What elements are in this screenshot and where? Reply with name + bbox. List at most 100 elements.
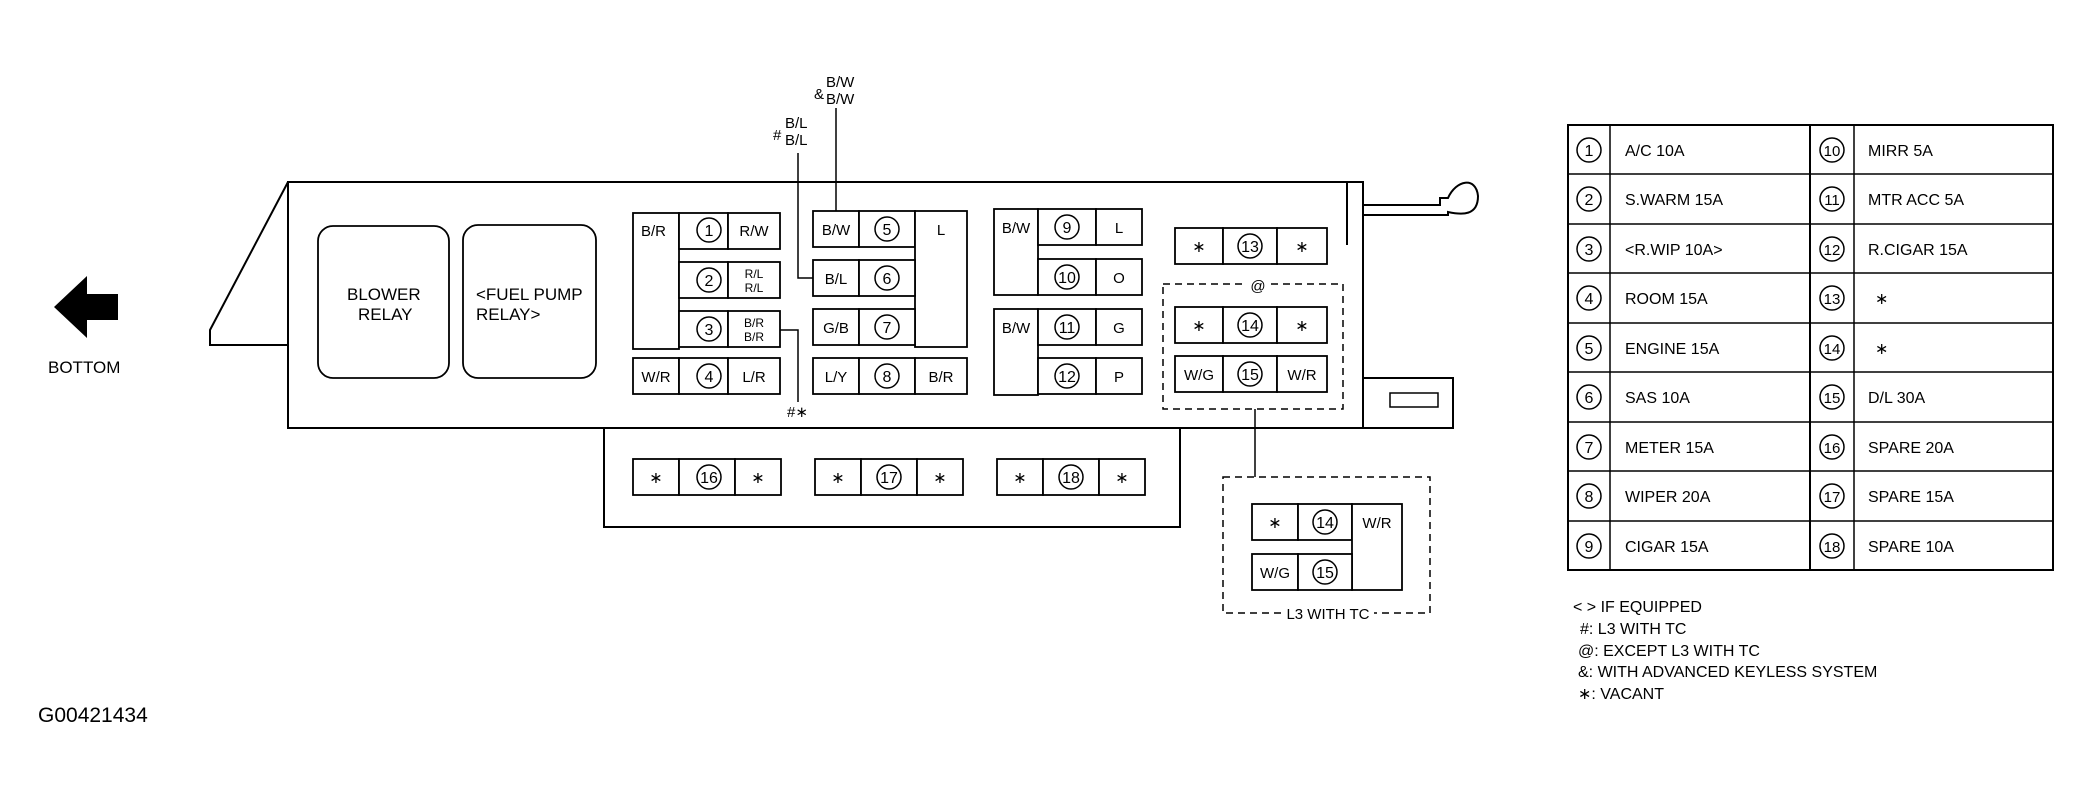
wire-color: B/W: [1002, 320, 1031, 337]
fuse-name: MTR ACC 5A: [1868, 192, 1964, 209]
fuse-number: 12: [1824, 242, 1841, 259]
wire-color: B/R: [744, 316, 764, 330]
fuse-number: 11: [1059, 320, 1076, 337]
wire-color: ∗: [751, 470, 764, 487]
at-marker: @: [1250, 278, 1265, 295]
fuse-name: SPARE 10A: [1868, 539, 1954, 556]
fuse-name: SPARE 15A: [1868, 489, 1954, 506]
wire-color: R/W: [739, 223, 769, 240]
callout-hash: #: [773, 127, 782, 144]
blower-relay: BLOWER RELAY: [317, 225, 450, 379]
legend-item: @: EXCEPT L3 WITH TC: [1578, 643, 1760, 660]
wire-color: B/W: [1002, 220, 1031, 237]
fuse-number: 10: [1058, 270, 1076, 287]
fuse-number: 6: [883, 271, 892, 288]
blower-relay-label-1: BLOWER: [347, 285, 421, 304]
fuse-name: ENGINE 15A: [1625, 341, 1720, 358]
wire-color: ∗: [1115, 470, 1128, 487]
table-row: 1 A/C 10A: [1576, 137, 1685, 163]
wire-color: R/L: [745, 267, 764, 281]
fuse-table: 1 A/C 10A 2 S.WARM 15A 3 <R.WIP 10A> 4 R…: [1567, 124, 2054, 571]
wire-color: ∗: [1192, 239, 1205, 256]
legend: < > IF EQUIPPED #: L3 WITH TC @: EXCEPT …: [1573, 599, 1877, 703]
fuse-group-b: B/W 5 L B/L 6 G/B 7 L/Y 8 B/R: [812, 210, 968, 395]
fuse-number: 4: [1585, 291, 1594, 308]
fuse-number: 3: [1585, 242, 1594, 259]
fuse-number: 16: [700, 470, 718, 487]
fuse-number: 15: [1241, 367, 1259, 384]
wire-color: W/G: [1184, 367, 1214, 384]
table-row: 7 METER 15A: [1576, 434, 1714, 460]
fuse-number: 14: [1316, 515, 1334, 532]
fuse-name: S.WARM 15A: [1625, 192, 1723, 209]
wire-color: ∗: [1295, 239, 1308, 256]
fuse-number: 16: [1824, 440, 1841, 457]
fuse-number: 4: [705, 369, 714, 386]
callout-amp: &: [814, 86, 824, 103]
fuel-pump-relay-label-2: RELAY>: [476, 305, 540, 324]
fuse-group-a: B/R 1 R/W 2 R/L R/L 3 B/R B/R W/R 4 L/R: [632, 212, 781, 395]
l3-with-tc-inset: L3 WITH TC ∗ 14 W/R W/G 15: [1222, 409, 1431, 623]
fuse-number: 8: [883, 369, 892, 386]
wire-color: O: [1113, 270, 1125, 287]
fuse-number: 18: [1824, 539, 1841, 556]
fuse-name: ROOM 15A: [1625, 291, 1708, 308]
fuse-number: 15: [1316, 565, 1334, 582]
wire-color: W/R: [1287, 367, 1316, 384]
wire-color: ∗: [1268, 515, 1281, 532]
fuse-number: 7: [883, 320, 892, 337]
wire-color: G/B: [823, 320, 849, 337]
legend-item: ∗: VACANT: [1578, 686, 1664, 703]
table-row: 9 CIGAR 15A: [1576, 533, 1709, 559]
table-row: 12 R.CIGAR 15A: [1819, 236, 1968, 262]
fuse-name: SAS 10A: [1625, 390, 1690, 407]
legend-item: &: WITH ADVANCED KEYLESS SYSTEM: [1578, 664, 1877, 681]
legend-item: < > IF EQUIPPED: [1573, 599, 1702, 616]
fuse-number: 7: [1585, 440, 1594, 457]
table-row: 6 SAS 10A: [1576, 384, 1690, 410]
callout-hash-star: #∗: [787, 404, 808, 421]
fuse-number: 1: [705, 223, 714, 240]
table-row: 8 WIPER 20A: [1576, 483, 1711, 509]
bottom-label: BOTTOM: [48, 358, 120, 377]
wire-color: W/R: [1362, 515, 1391, 532]
fuse-group-d: ∗ 13 ∗ @ ∗ 14 ∗ W/G 15 W/R: [1162, 227, 1344, 410]
table-row: 3 <R.WIP 10A>: [1576, 236, 1723, 262]
callout-bw-bottom: B/W: [826, 91, 855, 108]
fuel-pump-relay-label-1: <FUEL PUMP: [476, 285, 583, 304]
direction-arrow-icon: [54, 276, 118, 338]
fuse-number: 5: [883, 222, 892, 239]
callout-bw-top: B/W: [826, 74, 855, 91]
table-row: 16 SPARE 20A: [1819, 434, 1954, 460]
table-row: 10 MIRR 5A: [1819, 137, 1933, 163]
callout-bl-top: B/L: [785, 115, 808, 132]
table-row: 2 S.WARM 15A: [1576, 186, 1723, 212]
fuse-name: SPARE 20A: [1868, 440, 1954, 457]
fuse-number: 15: [1824, 390, 1841, 407]
fuse-number: 9: [1063, 220, 1072, 237]
wire-color: B/R: [928, 369, 953, 386]
table-row: 5 ENGINE 15A: [1576, 335, 1720, 361]
fuel-pump-relay: <FUEL PUMP RELAY>: [462, 224, 597, 379]
fuse-name: A/C 10A: [1625, 143, 1685, 160]
fuse-name: ∗: [1875, 341, 1888, 358]
fuse-number: 8: [1585, 489, 1594, 506]
fuse-block-housing: [209, 181, 1480, 528]
wire-color: W/G: [1260, 565, 1290, 582]
wire-color: B/R: [641, 223, 666, 240]
fuse-name: WIPER 20A: [1625, 489, 1711, 506]
wire-color: ∗: [831, 470, 844, 487]
fuse-name: MIRR 5A: [1868, 143, 1933, 160]
fuse-name: ∗: [1875, 291, 1888, 308]
fuse-name: CIGAR 15A: [1625, 539, 1709, 556]
wire-color: L: [1115, 220, 1123, 237]
callout-bl-bottom: B/L: [785, 132, 808, 149]
fuse-group-bottom: ∗ 16 ∗ ∗ 17 ∗ ∗ 18 ∗: [632, 458, 1146, 496]
fuse-name: D/L 30A: [1868, 390, 1926, 407]
table-row: 15 D/L 30A: [1819, 384, 1926, 410]
l3-with-tc-label: L3 WITH TC: [1286, 606, 1369, 623]
fuse-number: 17: [1824, 489, 1841, 506]
wire-color: L/Y: [825, 369, 848, 386]
callout-lines: & B/W B/W # B/L B/L #∗: [773, 74, 855, 421]
blower-relay-label-2: RELAY: [358, 305, 413, 324]
